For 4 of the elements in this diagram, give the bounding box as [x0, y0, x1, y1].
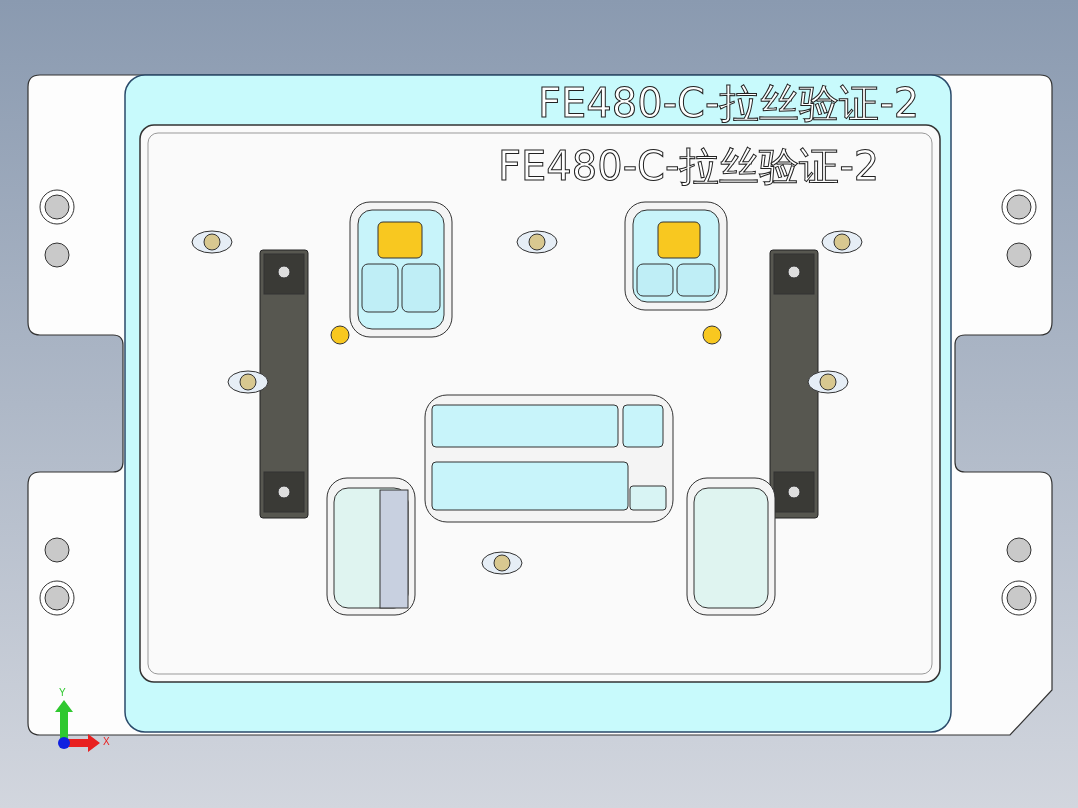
engraved-text: FE480-C-拉丝验证-2 [498, 146, 880, 186]
axis-label: X [103, 737, 110, 747]
engraved-text: FE480-C-拉丝验证-2 [538, 83, 920, 123]
axis-label: Y [59, 688, 66, 698]
